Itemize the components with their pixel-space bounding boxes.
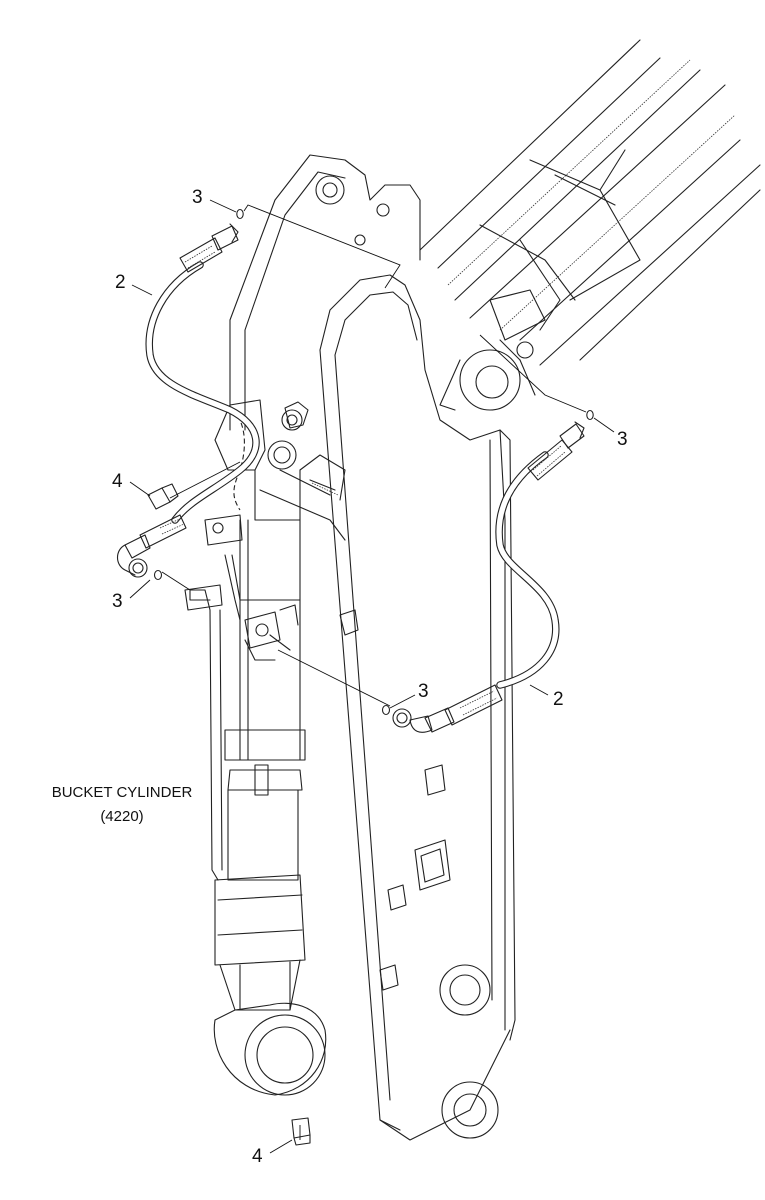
callout-o-ring-right: 3 xyxy=(617,429,628,450)
callout-hose-right: 2 xyxy=(553,689,564,710)
o-rings xyxy=(153,208,594,716)
component-name: BUCKET CYLINDER xyxy=(52,784,193,801)
boom xyxy=(419,39,761,411)
callout-plug-upper: 4 xyxy=(112,471,123,492)
hose-right xyxy=(392,421,585,733)
callout-plug-lower: 4 xyxy=(252,1146,263,1167)
callout-o-ring-lower: 3 xyxy=(418,681,429,702)
arm xyxy=(229,154,516,1141)
callouts: 3 2 3 4 3 3 2 4 xyxy=(112,187,628,1167)
callout-hose-left: 2 xyxy=(115,272,126,293)
leader-lines xyxy=(129,199,615,1154)
callout-o-ring-left: 3 xyxy=(112,591,123,612)
component-ref: (4220) xyxy=(100,808,143,825)
callout-o-ring-top: 3 xyxy=(192,187,203,208)
plugs xyxy=(147,483,311,1146)
component-label: BUCKET CYLINDER (4220) xyxy=(52,784,193,825)
bucket-cylinder xyxy=(184,399,327,1096)
hose-upper-left xyxy=(116,223,260,578)
